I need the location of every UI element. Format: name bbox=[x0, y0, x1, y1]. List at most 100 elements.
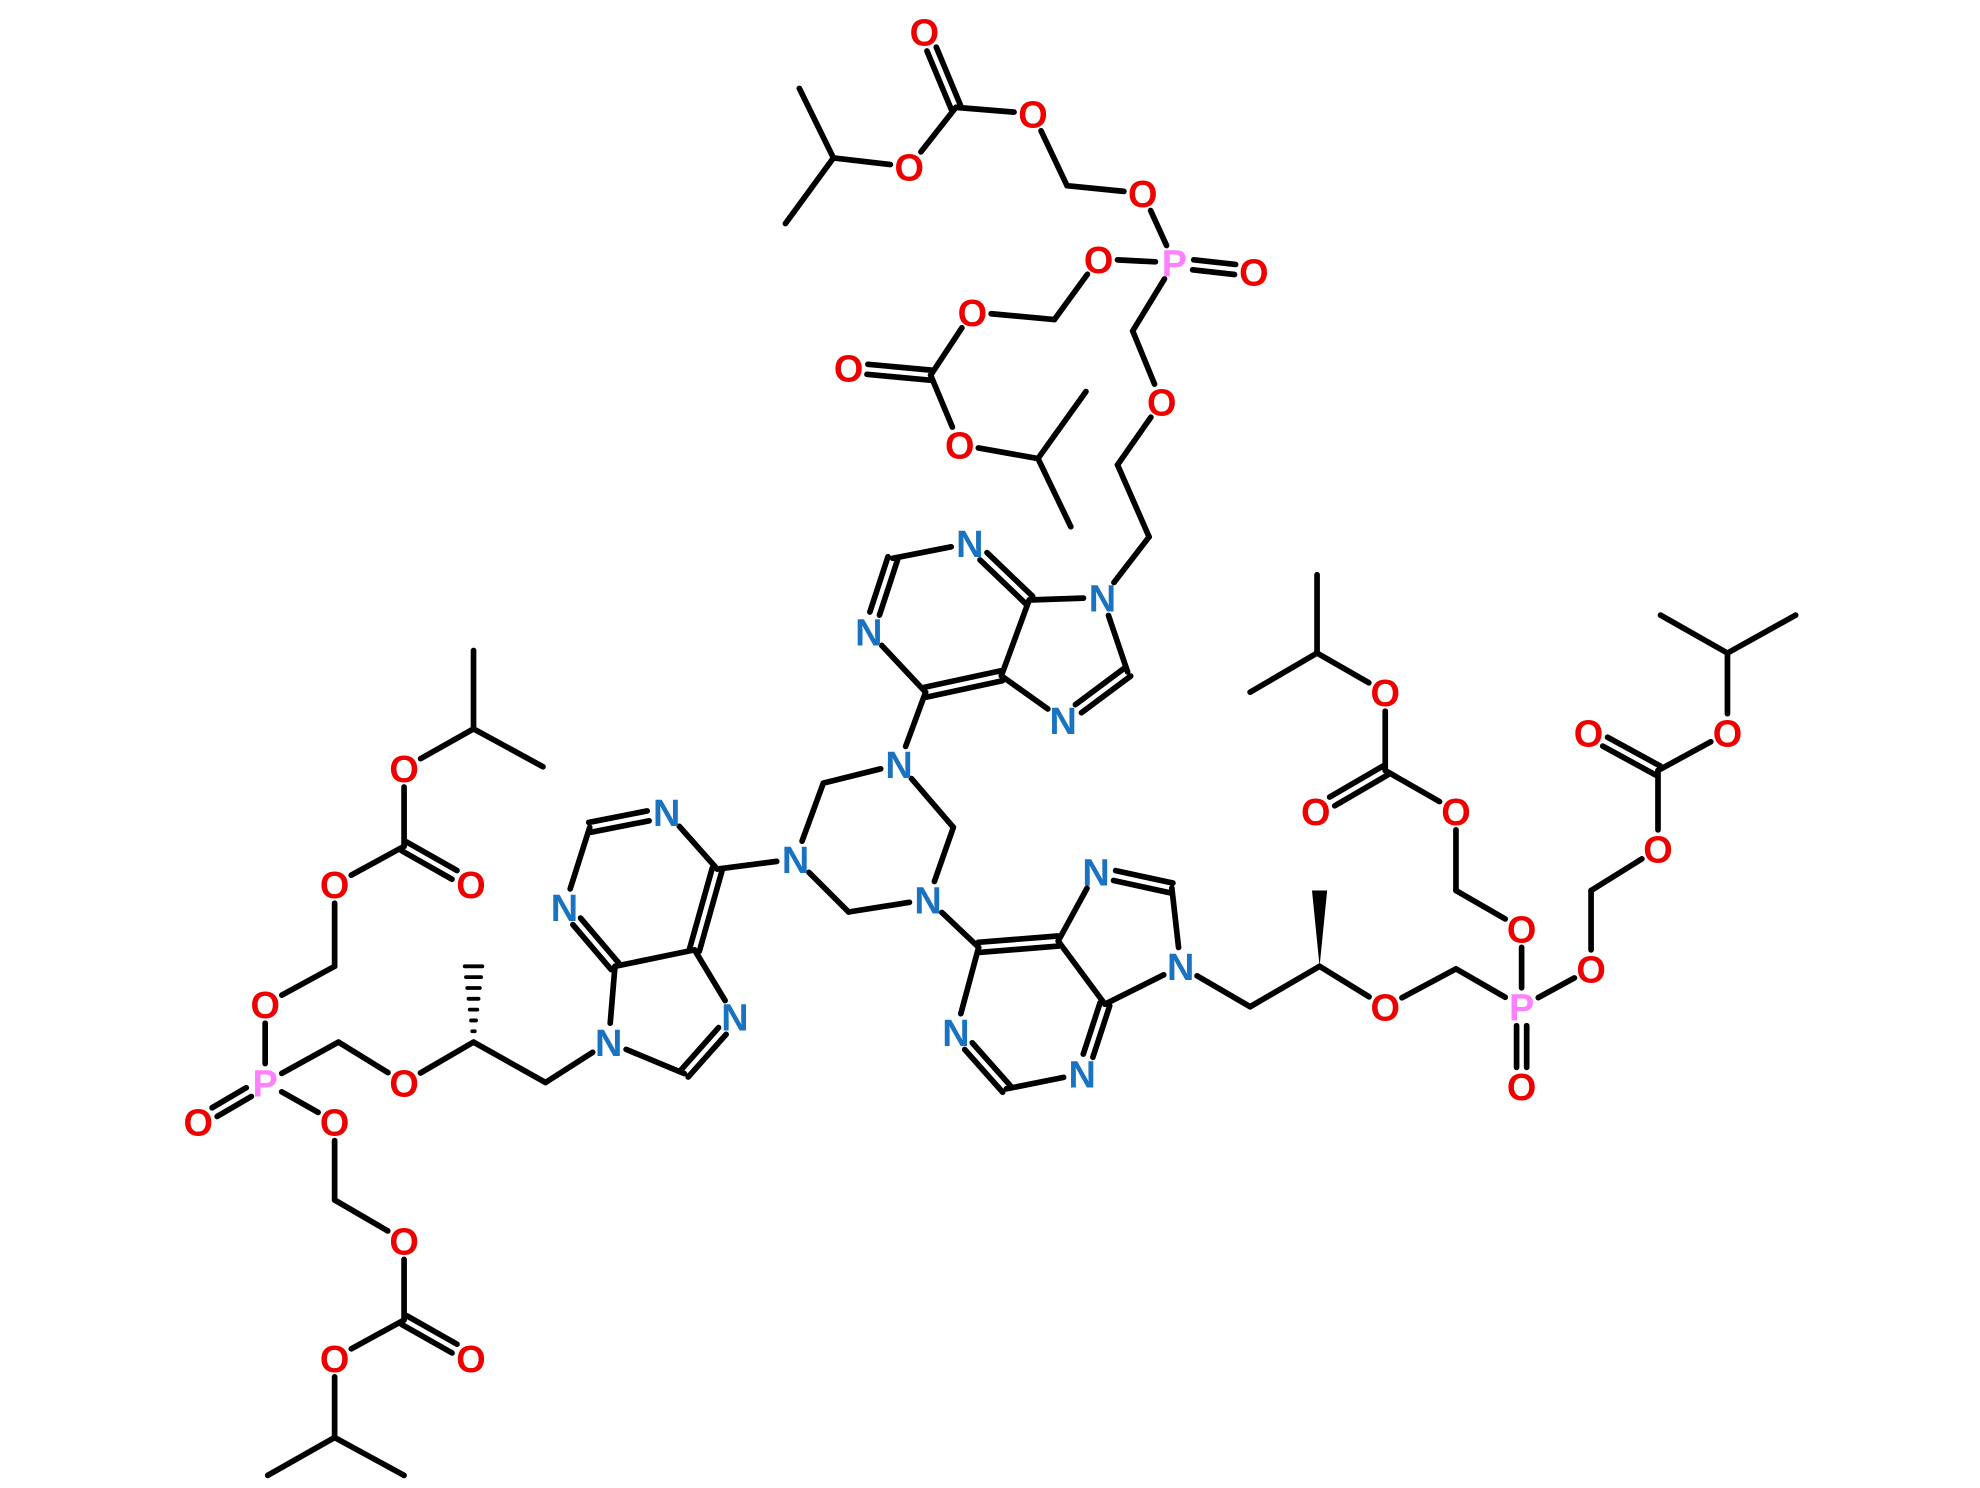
double-bond bbox=[867, 553, 891, 615]
bond bbox=[348, 1317, 407, 1352]
double-bond bbox=[403, 1312, 460, 1348]
oxygen-atom: O bbox=[958, 293, 987, 335]
double-bond bbox=[214, 1093, 255, 1120]
bond bbox=[998, 672, 1051, 712]
nitrogen-atom: N bbox=[885, 745, 912, 787]
double-bond bbox=[1078, 673, 1134, 716]
bond bbox=[830, 155, 894, 168]
bond bbox=[691, 947, 728, 1004]
double-bond bbox=[570, 921, 614, 973]
oxygen-atom: O bbox=[389, 1221, 418, 1263]
bond bbox=[1453, 965, 1509, 1001]
double-bond bbox=[961, 1046, 1006, 1096]
oxygen-atom: O bbox=[389, 749, 418, 791]
nitrogen-atom: N bbox=[1069, 1055, 1096, 1097]
bond bbox=[278, 963, 338, 998]
bond bbox=[1055, 885, 1090, 944]
double-bond bbox=[1331, 772, 1391, 809]
bond bbox=[889, 543, 955, 562]
bond bbox=[1588, 856, 1645, 894]
bond bbox=[902, 689, 929, 750]
oxygen-atom: O bbox=[320, 1339, 349, 1381]
double-bond bbox=[864, 371, 934, 384]
oxygen-atom: O bbox=[1147, 383, 1176, 425]
bond bbox=[1051, 271, 1091, 323]
bond bbox=[998, 597, 1032, 679]
double-bond bbox=[977, 557, 1029, 607]
double-bond bbox=[1112, 867, 1176, 886]
double-bond bbox=[924, 48, 955, 113]
double-bond bbox=[1599, 743, 1659, 778]
double-bond bbox=[686, 864, 716, 952]
bond bbox=[1129, 328, 1158, 387]
double-bond bbox=[876, 557, 901, 618]
oxygen-atom: O bbox=[1301, 792, 1330, 834]
oxygen-atom: O bbox=[1018, 95, 1047, 137]
nitrogen-atom: N bbox=[855, 612, 882, 654]
bond bbox=[975, 445, 1041, 462]
bond bbox=[676, 823, 721, 872]
bond bbox=[1657, 612, 1731, 656]
oxygen-atom: O bbox=[320, 1103, 349, 1145]
double-bond bbox=[969, 1039, 1014, 1089]
bonds bbox=[209, 44, 1799, 1479]
double-bond bbox=[933, 44, 964, 109]
bond bbox=[927, 324, 965, 378]
nitrogen-atom: N bbox=[551, 888, 578, 930]
oxygen-atom: O bbox=[184, 1103, 213, 1145]
double-bond bbox=[677, 1024, 722, 1074]
bond bbox=[417, 725, 477, 762]
bond bbox=[799, 780, 827, 845]
double-bond bbox=[685, 1031, 729, 1080]
double-bond bbox=[585, 808, 651, 826]
bond bbox=[335, 1039, 391, 1076]
bond bbox=[806, 869, 852, 915]
oxygen-atom: O bbox=[250, 985, 279, 1027]
bond bbox=[1105, 612, 1131, 675]
oxygen-atom: O bbox=[389, 1063, 418, 1105]
bond bbox=[417, 1039, 477, 1076]
oxygen-atom: O bbox=[1128, 174, 1157, 216]
bond bbox=[264, 1434, 338, 1479]
bond bbox=[957, 944, 982, 1017]
double-bond bbox=[403, 839, 460, 874]
double-bond bbox=[1604, 734, 1664, 769]
bond bbox=[878, 642, 929, 696]
nitrogen-atom: N bbox=[1089, 578, 1116, 620]
bond bbox=[1038, 127, 1070, 189]
double-bond bbox=[923, 677, 1006, 700]
bond bbox=[1316, 963, 1372, 1000]
bond bbox=[1194, 973, 1253, 1010]
oxygen-atom: O bbox=[1084, 240, 1113, 282]
bond bbox=[1114, 414, 1154, 468]
oxygen-atom: O bbox=[1643, 830, 1672, 872]
bond bbox=[953, 104, 1017, 115]
oxygen-atom: O bbox=[894, 148, 923, 190]
bond bbox=[1314, 650, 1372, 686]
oxygen-atom: O bbox=[1574, 714, 1603, 756]
oxygen-atom: O bbox=[1371, 988, 1400, 1030]
bond bbox=[1655, 738, 1714, 774]
bond bbox=[1003, 1074, 1067, 1092]
wedge-bond bbox=[1312, 890, 1328, 967]
nitrogen-atom: N bbox=[914, 880, 941, 922]
nitrogen-atom: N bbox=[1167, 947, 1194, 989]
double-bond bbox=[984, 549, 1036, 600]
double-bond bbox=[865, 361, 934, 373]
oxygen-atom: O bbox=[1507, 1067, 1536, 1109]
double-bond bbox=[398, 847, 455, 883]
double-bond bbox=[921, 668, 1004, 691]
bond bbox=[796, 85, 837, 161]
oxygen-atom: O bbox=[1576, 950, 1605, 992]
bond bbox=[623, 1046, 688, 1077]
bond bbox=[1453, 887, 1509, 922]
oxygen-atom: O bbox=[456, 865, 485, 907]
bond bbox=[782, 155, 837, 227]
oxygen-atom: O bbox=[320, 865, 349, 907]
bond bbox=[1382, 767, 1443, 805]
nitrogen-atom: N bbox=[956, 524, 983, 566]
bond bbox=[278, 1039, 342, 1077]
bond bbox=[1535, 975, 1578, 1001]
bond bbox=[927, 372, 956, 430]
